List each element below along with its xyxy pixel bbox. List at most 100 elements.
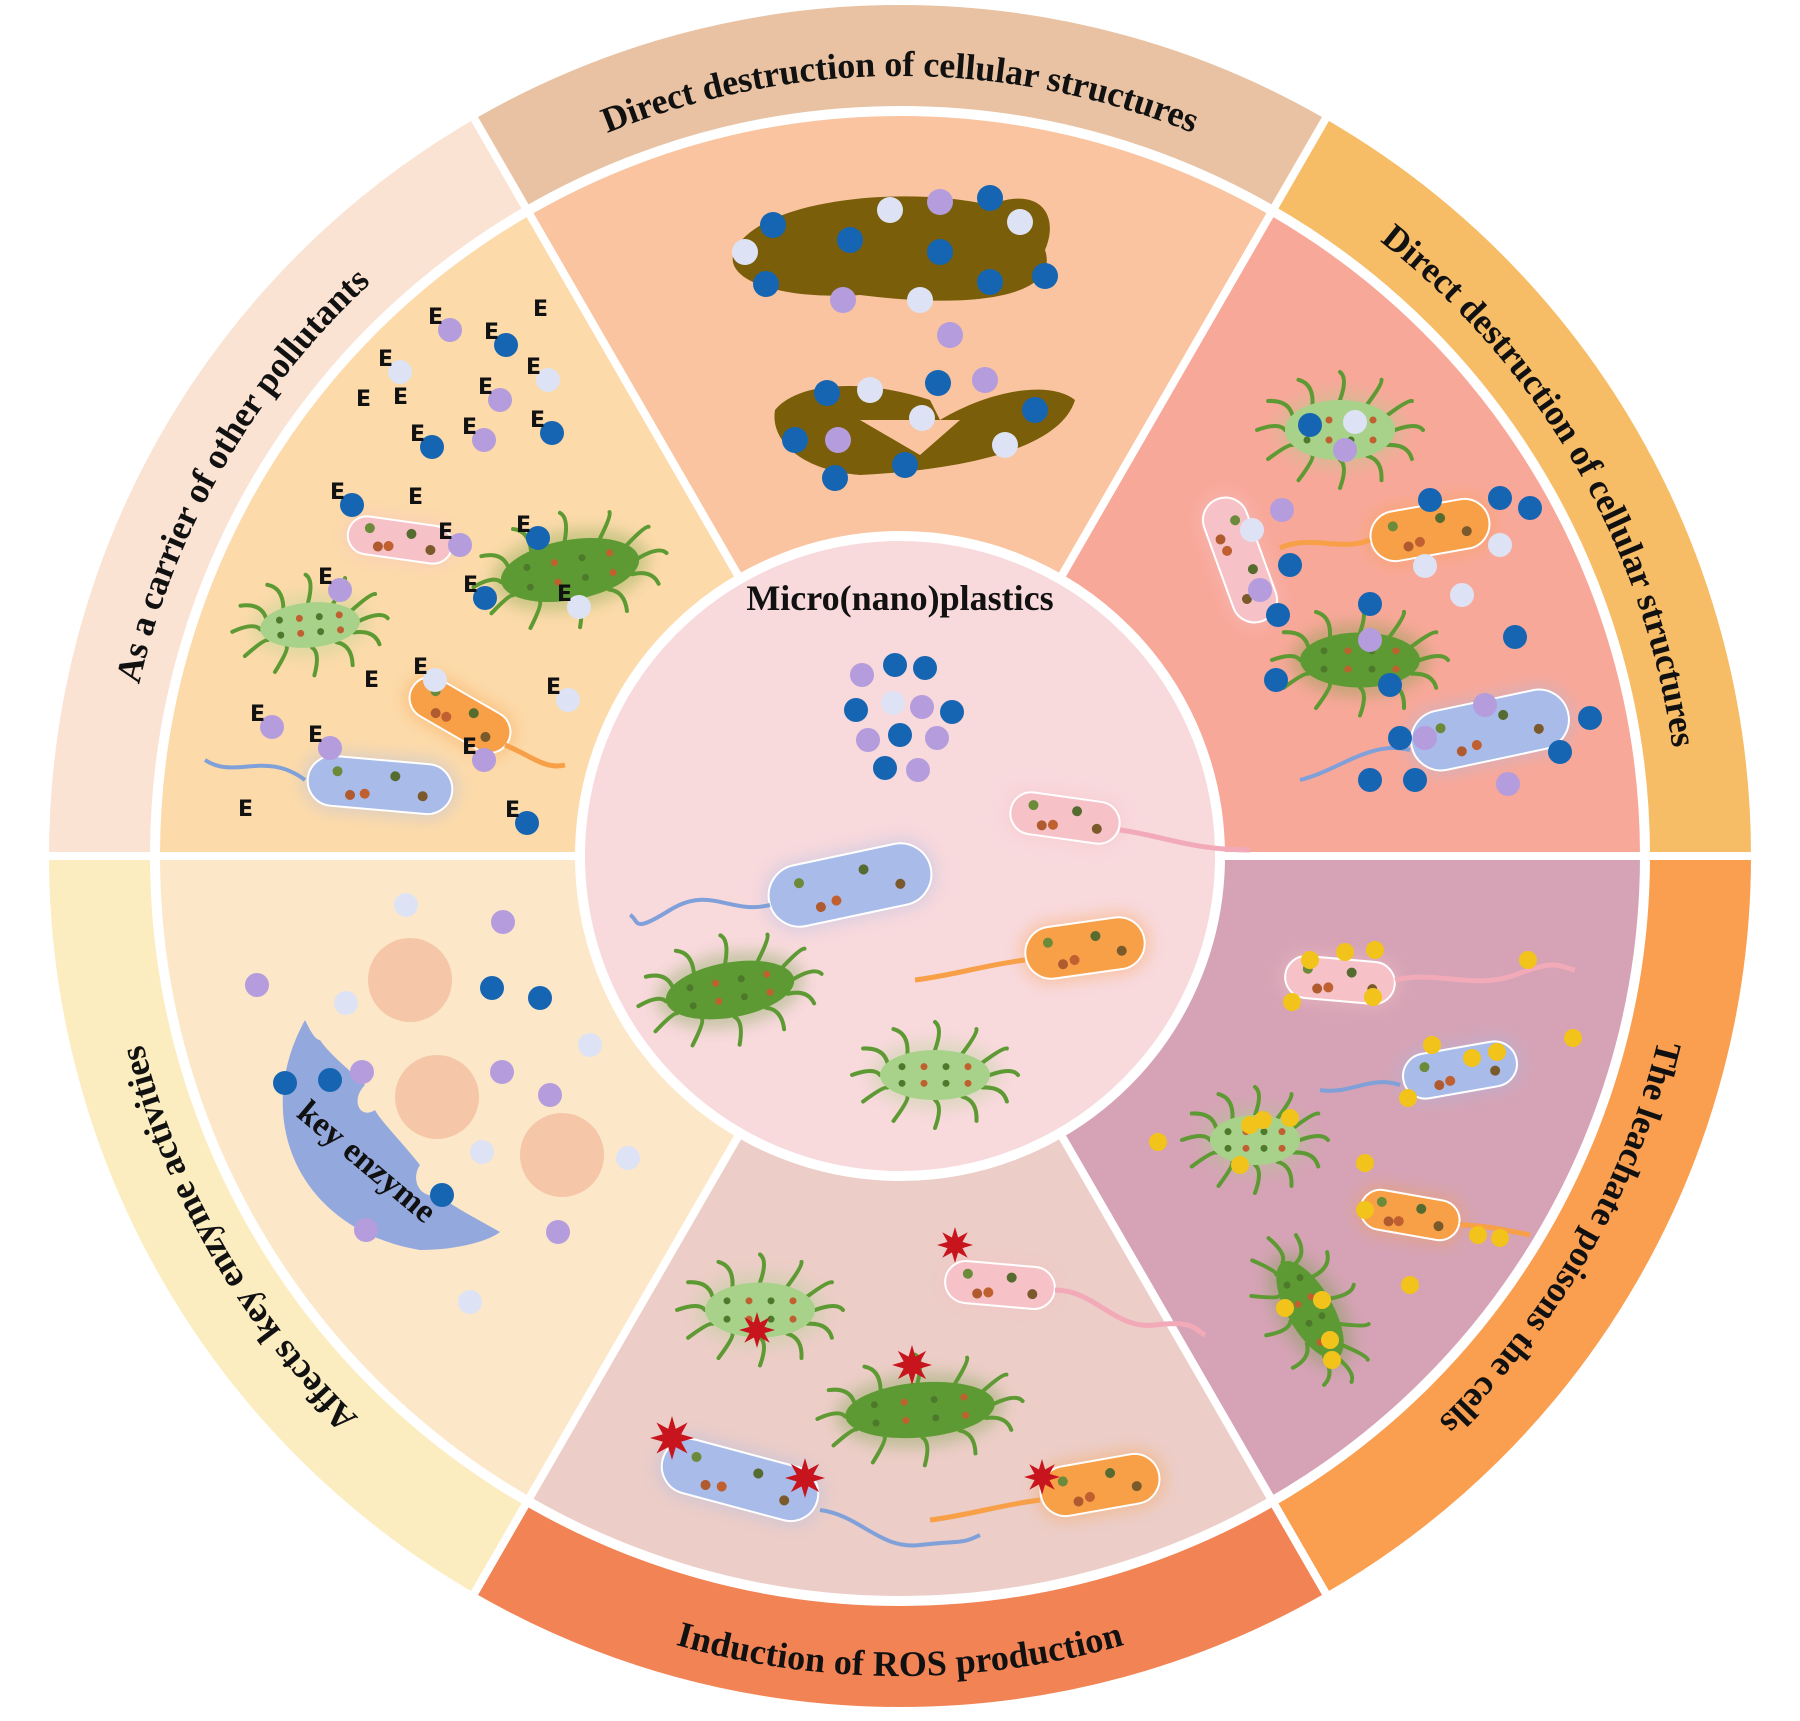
panel-lower-right: [1149, 941, 1582, 1387]
ll-particle: [470, 1140, 494, 1164]
center-particle: [910, 695, 934, 719]
orange-bacterium-leachate: [1354, 1183, 1466, 1247]
ros-burst: [1024, 1459, 1060, 1495]
top-particle: [760, 212, 786, 238]
top-particle: [830, 287, 856, 313]
ll-particle: [350, 1060, 374, 1084]
pollutant-mark: E: [505, 798, 520, 823]
ll-particle: [430, 1183, 454, 1207]
pink-flagellum-center: [1119, 827, 1251, 853]
top-particle: [937, 322, 963, 348]
top-particle: [907, 287, 933, 313]
ul-particle: [328, 578, 352, 602]
ul-particle: [318, 736, 342, 760]
ll-particle: [354, 1218, 378, 1242]
lr-particle: [1313, 1291, 1331, 1309]
top-particle: [977, 185, 1003, 211]
pollutant-mark: E: [318, 565, 333, 590]
top-particle: [753, 271, 779, 297]
top-particle: [925, 370, 951, 396]
center-particle: [856, 728, 880, 752]
ros-burst: [650, 1416, 694, 1460]
orange-bacterium-center: [1019, 911, 1151, 985]
ll-particle: [458, 1290, 482, 1314]
blue-bacterium-center: [762, 837, 938, 933]
ur-particle: [1264, 668, 1288, 692]
center-particle: [906, 758, 930, 782]
lr-particle: [1149, 1133, 1167, 1151]
ul-particle: [472, 428, 496, 452]
orange-flagellum-carrier: [504, 742, 566, 769]
plastic-debris-intact: [732, 196, 1050, 301]
orange-flagellum-leachate: [1459, 1222, 1531, 1238]
separator-ring: [150, 106, 1650, 1606]
blue-flagellum-leachate: [1319, 1080, 1401, 1093]
pollutant-mark: E: [463, 573, 478, 598]
lr-particle: [1364, 988, 1382, 1006]
center-particle: [888, 723, 912, 747]
hairy-bacterium-damaged: [1255, 370, 1425, 490]
pollutant-mark: E: [393, 385, 408, 410]
ros-burst: [892, 1345, 932, 1385]
top-particle: [972, 367, 998, 393]
ll-particle: [616, 1146, 640, 1170]
ur-particle: [1473, 693, 1497, 717]
ul-particle: [448, 533, 472, 557]
pollutant-mark: E: [462, 415, 477, 440]
ul-particle: [340, 493, 364, 517]
ur-particle: [1266, 603, 1290, 627]
ur-particle: [1248, 578, 1272, 602]
panel-top: [732, 185, 1075, 491]
ros-burst: [785, 1458, 825, 1498]
top-particle: [877, 197, 903, 223]
top-particle: [857, 377, 883, 403]
center-particle: [881, 691, 905, 715]
ll-particle: [480, 976, 504, 1000]
orange-flagellum-ros: [929, 1497, 1041, 1523]
pink-flagellum-ros: [1054, 1287, 1207, 1338]
blue-bacterium-ros: [655, 1432, 825, 1528]
pollutant-mark: E: [546, 675, 561, 700]
center-particle: [850, 663, 874, 687]
ul-particle: [438, 318, 462, 342]
lr-particle: [1231, 1156, 1249, 1174]
lr-particle: [1321, 1331, 1339, 1349]
ur-particle: [1488, 533, 1512, 557]
panel-center: [628, 653, 1251, 1130]
ur-particle: [1413, 726, 1437, 750]
ur-particle: [1240, 518, 1264, 542]
ll-particle: [273, 1071, 297, 1095]
pollutant-mark: E: [533, 297, 548, 322]
lr-particle: [1356, 1201, 1374, 1219]
ur-particle: [1413, 554, 1437, 578]
ros-burst: [739, 1312, 775, 1348]
ur-particle: [1270, 498, 1294, 522]
ul-particle: [488, 388, 512, 412]
lr-particle: [1254, 1111, 1272, 1129]
ur-particle: [1333, 438, 1357, 462]
lr-particle: [1281, 1109, 1299, 1127]
pollutant-mark: E: [364, 668, 379, 693]
lr-particle: [1488, 1043, 1506, 1061]
pollutant-mark: E: [557, 582, 572, 607]
substrate-circle: [520, 1113, 604, 1197]
ur-particle: [1503, 625, 1527, 649]
ur-particle: [1278, 553, 1302, 577]
ros-burst: [937, 1227, 973, 1263]
lr-particle: [1491, 1229, 1509, 1247]
pollutant-mark: E: [462, 735, 477, 760]
lr-particle: [1336, 943, 1354, 961]
pollutant-mark: E: [428, 305, 443, 330]
ur-particle: [1298, 413, 1322, 437]
center-title: Micro(nano)plastics: [746, 578, 1053, 618]
lr-particle: [1401, 1276, 1419, 1294]
ul-particle: [556, 688, 580, 712]
top-particle: [892, 452, 918, 478]
top-particle: [927, 239, 953, 265]
orange-bacterium-ros: [1034, 1447, 1166, 1523]
pollutant-mark: E: [516, 513, 531, 538]
center-particle: [940, 700, 964, 724]
pollutant-mark: E: [308, 723, 323, 748]
